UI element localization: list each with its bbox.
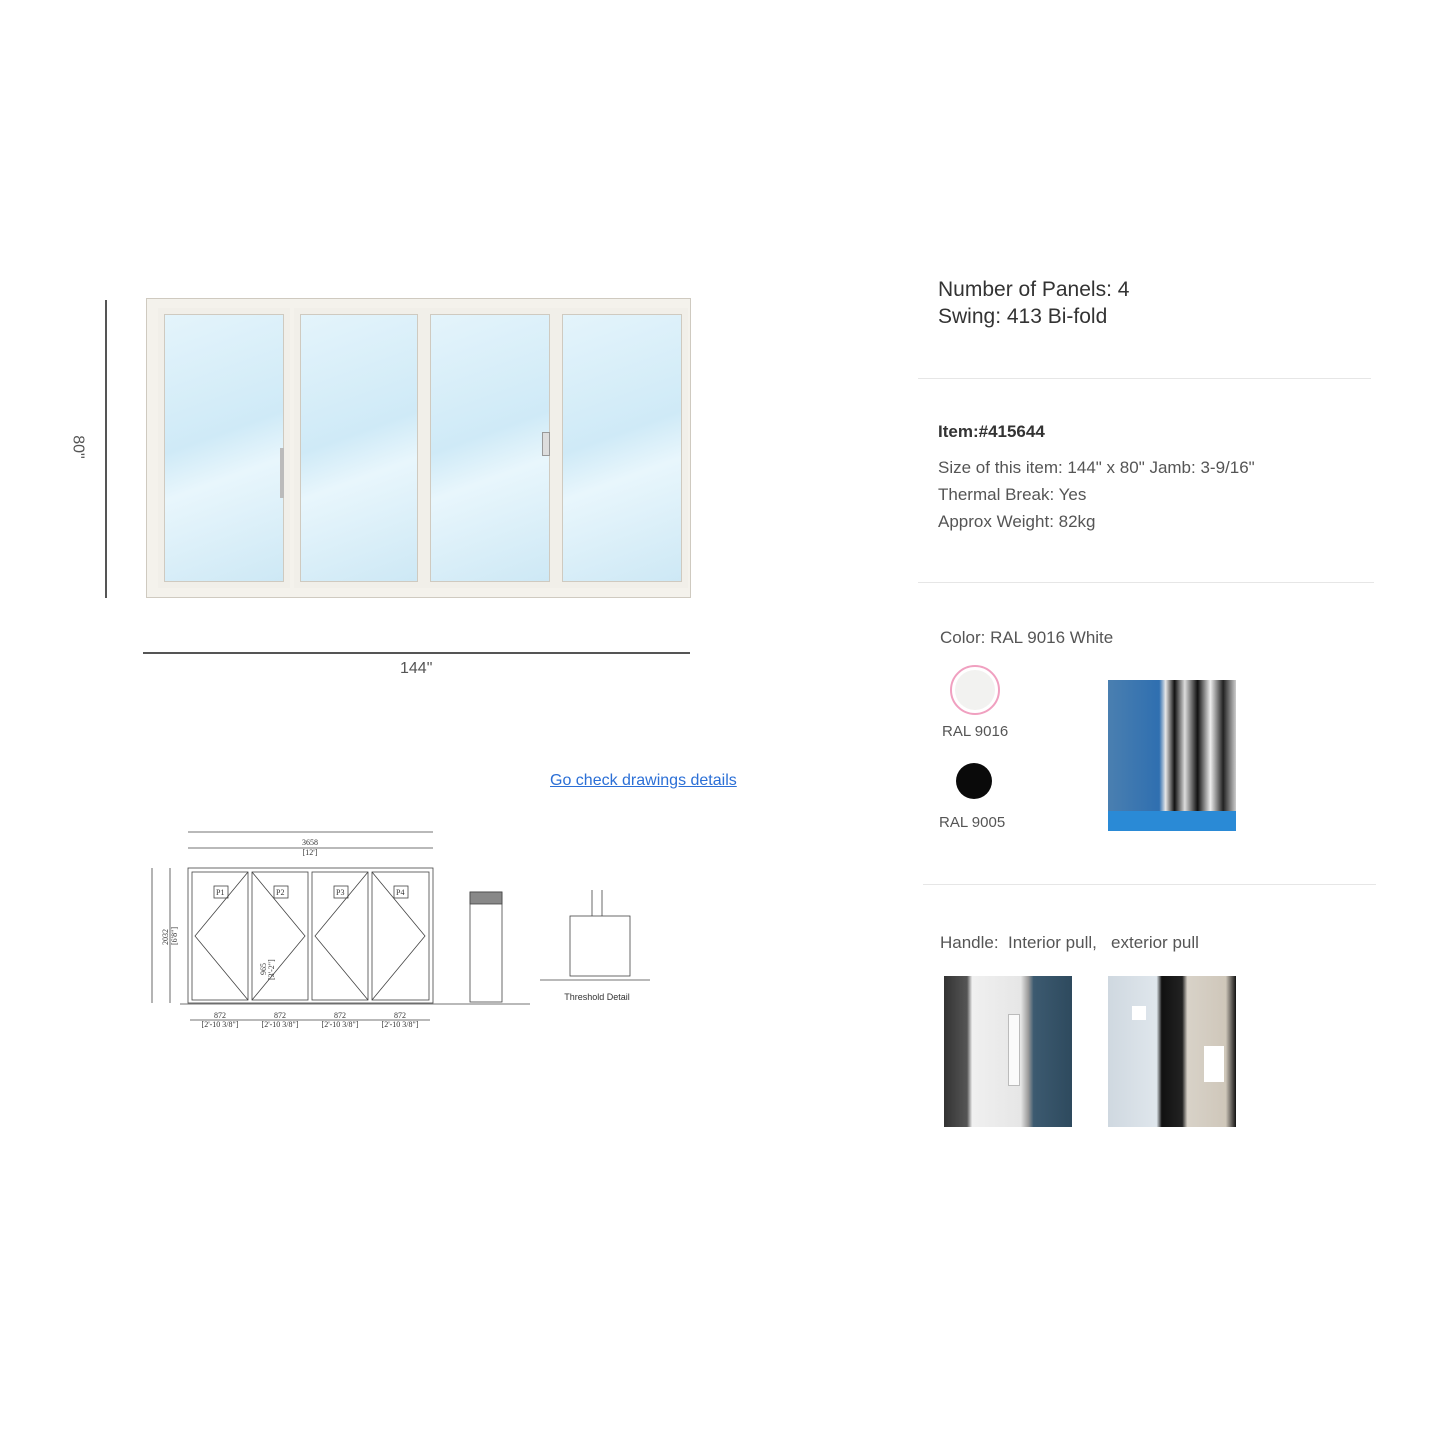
door-panel xyxy=(556,308,688,588)
hinge-photo xyxy=(1108,680,1236,831)
panel-width-imperial-label: [2'-10 3/8"] xyxy=(382,1020,419,1029)
white-swatch xyxy=(955,670,995,710)
panel-width-imperial-label: [2'-10 3/8"] xyxy=(262,1020,299,1029)
swing-type: Swing: 413 Bi-fold xyxy=(938,305,1108,328)
panel-label-p2: P2 xyxy=(276,888,284,897)
divider xyxy=(918,582,1374,583)
panels-count: Number of Panels: 4 xyxy=(938,278,1130,301)
panel-label-p1: P1 xyxy=(216,888,224,897)
color-option-label: RAL 9016 xyxy=(942,723,1009,740)
handle-height-imperial-label: [3'-2"] xyxy=(267,959,276,980)
panel-width-label: 872 xyxy=(214,1011,226,1020)
height-imperial-label: [6'8"] xyxy=(170,927,179,945)
panel-width-label: 872 xyxy=(394,1011,406,1020)
approx-weight: Approx Weight: 82kg xyxy=(938,512,1096,531)
technical-drawing: 3658 [12'] P1 P2 P3 P4 2032 [6'8"] 965 [… xyxy=(151,831,650,1029)
panel-label-p4: P4 xyxy=(396,888,404,897)
divider xyxy=(918,378,1371,379)
handle-icon xyxy=(542,432,550,456)
color-option-ral-9005[interactable] xyxy=(956,763,992,799)
height-mm-label: 2032 xyxy=(161,929,170,945)
door-panel xyxy=(158,308,290,588)
threshold-detail-label: Threshold Detail xyxy=(564,992,630,1002)
drawings-details-link[interactable]: Go check drawings details xyxy=(550,772,737,789)
height-label: 80" xyxy=(69,435,87,459)
item-size: Size of this item: 144" x 80" Jamb: 3-9/… xyxy=(938,458,1255,477)
overall-width-imperial-label: [12'] xyxy=(303,848,318,857)
exterior-pull-photo xyxy=(1108,976,1236,1127)
width-label: 144" xyxy=(400,660,433,677)
handle-title: Handle: Interior pull, exterior pull xyxy=(940,933,1199,952)
handle-icon xyxy=(280,448,284,498)
door-panel xyxy=(294,308,424,588)
panel-width-label: 872 xyxy=(274,1011,286,1020)
divider xyxy=(923,884,1376,885)
handle-height-label: 965 xyxy=(259,963,268,975)
color-title: Color: RAL 9016 White xyxy=(940,628,1114,647)
panel-width-label: 872 xyxy=(334,1011,346,1020)
panel-width-imperial-label: [2'-10 3/8"] xyxy=(322,1020,359,1029)
panel-label-p3: P3 xyxy=(336,888,344,897)
door-panel xyxy=(424,308,556,588)
door-preview xyxy=(146,298,691,598)
interior-pull-photo xyxy=(944,976,1072,1127)
overall-width-label: 3658 xyxy=(302,838,318,847)
width-dimension-line xyxy=(143,652,690,654)
color-option-ral-9016[interactable] xyxy=(950,665,1000,715)
thermal-break: Thermal Break: Yes xyxy=(938,485,1087,504)
panel-width-imperial-label: [2'-10 3/8"] xyxy=(202,1020,239,1029)
color-option-label: RAL 9005 xyxy=(939,814,1006,831)
item-number: Item:#415644 xyxy=(938,422,1045,441)
height-dimension-line xyxy=(105,300,107,598)
